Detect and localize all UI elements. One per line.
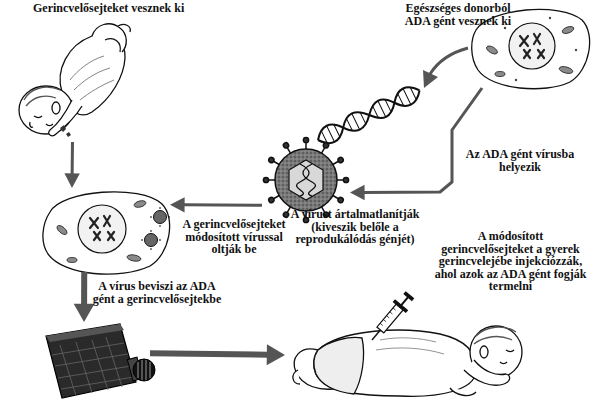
small-virus bbox=[141, 207, 170, 250]
infant-mark bbox=[60, 125, 71, 137]
organelles bbox=[485, 25, 574, 76]
infant-face bbox=[30, 116, 53, 127]
arrow-shaft bbox=[184, 203, 262, 206]
virus-capsid bbox=[275, 149, 337, 211]
virus-core bbox=[289, 160, 323, 200]
syringe-plunger bbox=[401, 297, 408, 305]
infant-arm bbox=[450, 388, 476, 395]
chromosomes bbox=[520, 34, 544, 58]
dna-strand bbox=[314, 82, 423, 148]
arrow-shaft bbox=[430, 48, 468, 74]
flask-grid bbox=[52, 337, 134, 396]
cell-nucleus bbox=[509, 23, 555, 69]
arrow-head bbox=[423, 70, 438, 88]
illustration-node: A vírust ártalmatlanítják (kiveszik belő… bbox=[262, 138, 350, 222]
arrow-head bbox=[170, 197, 185, 212]
patient-cell-drawing bbox=[43, 192, 170, 274]
step-caption: A módosított gerincvelősejteket a gyerek… bbox=[433, 230, 588, 293]
flask-cap bbox=[133, 359, 155, 381]
syringe-thumb bbox=[404, 292, 413, 300]
infant-foot bbox=[118, 24, 130, 32]
infant-shading bbox=[376, 338, 444, 354]
infant-leg bbox=[105, 39, 120, 52]
illustration-node: Gerincvelősejteket vesznek ki bbox=[15, 22, 130, 142]
illustration-node: Egészséges donorból ADA gént vesznek ki bbox=[470, 8, 590, 88]
flask-top bbox=[46, 324, 124, 342]
infant-ear bbox=[52, 102, 60, 114]
dna-rungs bbox=[320, 85, 417, 145]
arrow-shaft bbox=[71, 142, 74, 174]
step-caption: Egészséges donorból ADA gént vesznek ki bbox=[398, 2, 518, 27]
culture-flask bbox=[46, 324, 155, 398]
infant-arm bbox=[49, 100, 82, 136]
edge-label: Az ADA gént vírusba helyezik bbox=[455, 148, 585, 173]
infant-ear bbox=[480, 346, 488, 358]
virus-genome bbox=[297, 164, 316, 196]
step-caption: A vírus beviszi az ADA gént a gerincvelő… bbox=[92, 280, 222, 305]
syringe-needle bbox=[372, 330, 380, 340]
arrow-shaft bbox=[364, 88, 482, 193]
infant-diaper bbox=[314, 338, 364, 395]
arrow-head bbox=[64, 173, 79, 188]
organelles bbox=[55, 200, 146, 263]
infant-shading bbox=[70, 56, 114, 100]
cell-membrane bbox=[43, 192, 170, 274]
infant-face bbox=[500, 350, 514, 364]
arrow-shaft bbox=[150, 353, 268, 355]
syringe-scale bbox=[380, 308, 396, 326]
infant-leg bbox=[92, 24, 126, 52]
arrow-shaft bbox=[81, 272, 87, 305]
dna-strand bbox=[314, 82, 423, 148]
flow-arrow bbox=[64, 142, 79, 188]
cell-nucleus bbox=[78, 205, 126, 253]
infant-hair bbox=[474, 327, 516, 344]
cap-ridges bbox=[138, 360, 150, 380]
step-caption: Gerincvelősejteket vesznek ki bbox=[33, 2, 223, 15]
infant-drawing bbox=[19, 24, 130, 137]
flow-arrow bbox=[74, 272, 95, 322]
syringe bbox=[366, 290, 416, 345]
infant-body bbox=[314, 330, 476, 396]
flow-arrow bbox=[150, 344, 285, 365]
illustration-node: A vírus beviszi az ADA gént a gerincvelő… bbox=[42, 322, 150, 400]
infant-foot bbox=[293, 370, 300, 384]
flask-body bbox=[46, 324, 136, 398]
step-arrow bbox=[423, 48, 468, 88]
syringe-barrel bbox=[377, 304, 403, 333]
illustration-node: A módosított gerincvelősejteket a gyerek… bbox=[285, 300, 520, 400]
cell-dots bbox=[504, 17, 577, 81]
infant-arm bbox=[464, 360, 510, 385]
dna-helix bbox=[314, 82, 423, 148]
arrow-head bbox=[74, 304, 95, 322]
chromosomes bbox=[90, 216, 114, 240]
lying-infant bbox=[293, 326, 522, 396]
flow-arrow bbox=[350, 88, 482, 200]
illustration-node: A gerincvelősejteket módosított vírussal… bbox=[42, 188, 170, 272]
step-caption: A gerincvelősejteket módosított vírussal… bbox=[170, 218, 298, 256]
flow-arrow bbox=[170, 197, 262, 212]
arrow-head bbox=[350, 185, 365, 200]
step-caption: A vírust ártalmatlanítják (kiveszik belő… bbox=[280, 208, 430, 246]
arrow-head bbox=[267, 344, 285, 365]
